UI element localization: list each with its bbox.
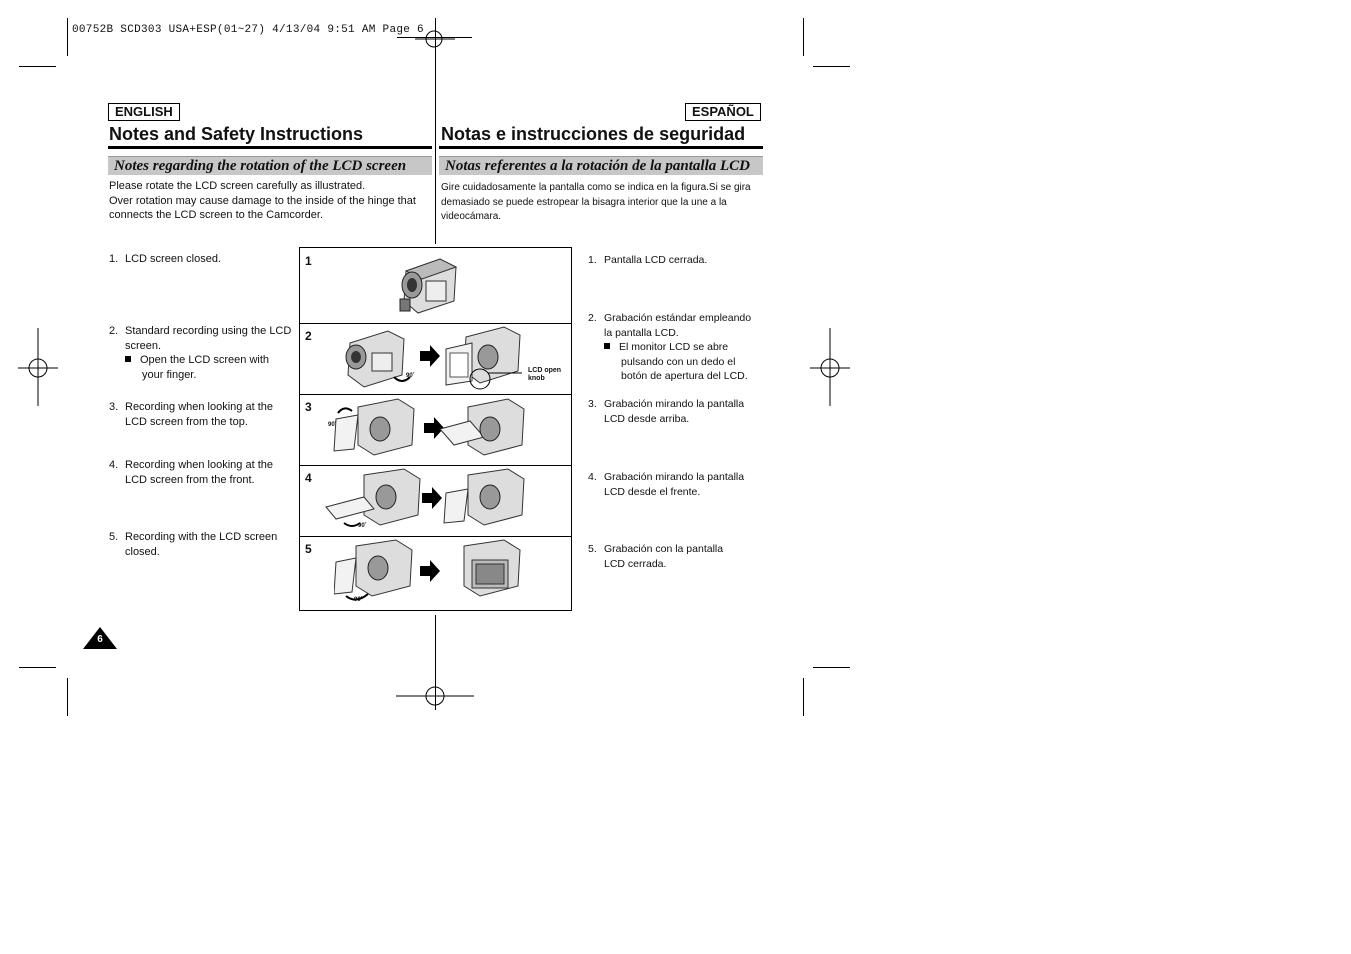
figure-panel-5: 5 90˚: [300, 536, 571, 609]
registration-mark-top: [415, 30, 455, 48]
english-item-1: 1.LCD screen closed.: [109, 253, 221, 265]
crop-mark: [19, 66, 56, 67]
figure-panel-2: 2 90˚ LCD open knob: [300, 323, 571, 395]
rotation-figure: 1 2 90˚ LCD open kno: [299, 247, 572, 611]
crop-mark: [67, 18, 68, 56]
bullet-square-icon: [125, 356, 131, 362]
english-subheading: Notes regarding the rotation of the LCD …: [108, 156, 432, 175]
spanish-item-4: 4.Grabación mirando la pantalla LCD desd…: [588, 471, 745, 498]
english-item-4: 4.Recording when looking at the LCD scre…: [109, 459, 273, 486]
crop-mark: [67, 678, 68, 716]
slug-underline: [397, 37, 472, 38]
spanish-item-5: 5.Grabación con la pantalla LCD cerrada.: [588, 543, 724, 570]
english-title-rule: [108, 146, 432, 149]
spanish-item-3: 3.Grabación mirando la pantalla LCD desd…: [588, 398, 745, 425]
figure-panel-3: 3 90˚: [300, 394, 571, 466]
lcd-knob-label: LCD open knob: [528, 367, 562, 382]
page-number-marker: [83, 627, 117, 649]
center-divider: [435, 18, 436, 244]
camcorder-front-view-icon: [325, 468, 525, 527]
angle-label: 90˚: [358, 523, 367, 529]
bullet-square-icon: [604, 343, 610, 349]
crop-mark: [813, 667, 850, 668]
registration-mark-right: [810, 328, 850, 406]
camcorder-top-view-icon: [333, 398, 525, 456]
english-item-3: 3.Recording when looking at the LCD scre…: [109, 401, 273, 428]
crop-mark: [803, 678, 804, 716]
angle-label: 90˚: [406, 373, 415, 379]
spanish-intro: Gire cuidadosamente la pantalla como se …: [441, 182, 751, 222]
registration-mark-left: [18, 328, 58, 406]
spanish-title-rule: [439, 146, 763, 149]
english-item-2: 2.Standard recording using the LCD scree…: [109, 325, 292, 381]
page-number: 6: [97, 634, 103, 645]
spanish-tag: ESPAÑOL: [685, 103, 761, 121]
camcorder-closed-recording-icon: [334, 539, 521, 601]
english-item-5: 5.Recording with the LCD screen closed.: [109, 531, 278, 558]
figure-panel-1: 1: [300, 248, 571, 324]
angle-label: 90˚: [328, 422, 337, 428]
print-slug: 00752B SCD303 USA+ESP(01~27) 4/13/04 9:5…: [72, 24, 424, 36]
spanish-item-2: 2.Grabación estándar empleando la pantal…: [588, 312, 752, 382]
camcorder-closed-icon: [399, 258, 458, 314]
spanish-subheading: Notas referentes a la rotación de la pan…: [439, 156, 763, 175]
angle-label: 90˚: [354, 597, 363, 603]
figure-panel-4: 4 90˚: [300, 465, 571, 537]
english-tag: ENGLISH: [108, 103, 180, 121]
crop-mark: [813, 66, 850, 67]
registration-mark-bottom: [396, 686, 474, 706]
spanish-title: Notas e instrucciones de seguridad: [441, 124, 746, 144]
center-divider-bottom: [435, 615, 436, 710]
crop-mark: [803, 18, 804, 56]
spanish-item-1: 1.Pantalla LCD cerrada.: [588, 254, 708, 266]
english-intro: Please rotate the LCD screen carefully a…: [109, 180, 416, 221]
english-title: Notes and Safety Instructions: [109, 124, 364, 144]
crop-mark: [19, 667, 56, 668]
camcorder-open-sequence-icon: [345, 326, 522, 390]
